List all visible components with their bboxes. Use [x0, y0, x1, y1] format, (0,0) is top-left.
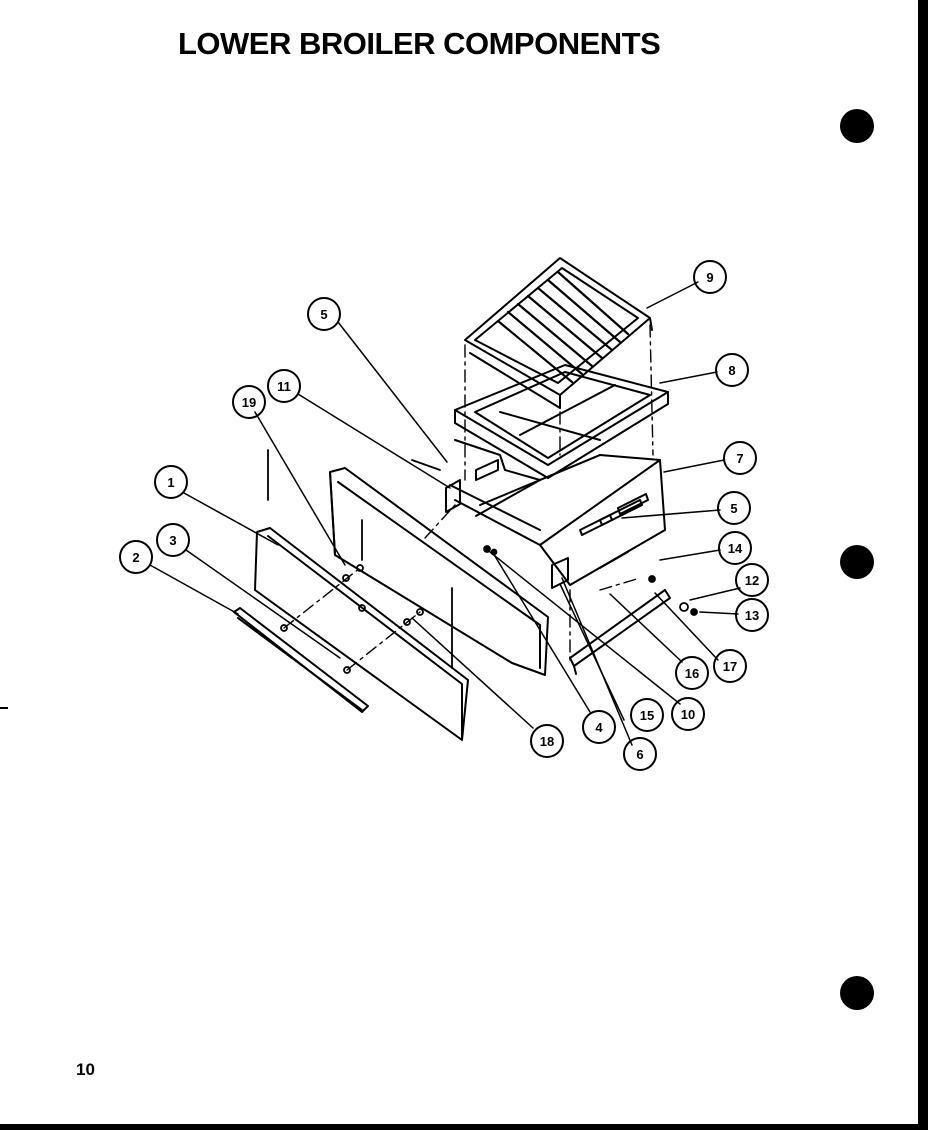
callout-4: 4 [595, 720, 603, 735]
callout-3: 3 [169, 533, 176, 548]
page-number: 10 [76, 1060, 95, 1079]
broiler-pan-part [454, 364, 669, 479]
binder-hole-top [840, 109, 874, 143]
callout-17: 17 [723, 659, 737, 674]
callout-14: 14 [728, 541, 743, 556]
callout-12: 12 [745, 573, 759, 588]
binder-hole-middle [840, 545, 874, 579]
handle-part [233, 607, 369, 713]
callout-circles [119, 260, 769, 771]
binder-hole-bottom [840, 976, 874, 1010]
broiler-frame-part [445, 439, 666, 589]
callout-15: 15 [640, 708, 654, 723]
leader-lines [149, 281, 741, 746]
callout-10: 10 [681, 707, 695, 722]
page-bottom-edge [0, 1124, 928, 1130]
callout-16: 16 [685, 666, 699, 681]
callout-5-upper: 5 [320, 307, 327, 322]
door-panel-part [254, 527, 469, 741]
callout-5-right: 5 [730, 501, 737, 516]
callout-9: 9 [706, 270, 713, 285]
callout-6: 6 [636, 747, 643, 762]
callout-18: 18 [540, 734, 554, 749]
callout-7: 7 [736, 451, 743, 466]
callout-19: 19 [242, 395, 256, 410]
broiler-grid-part [464, 257, 653, 409]
rail-part [569, 589, 671, 675]
callout-8: 8 [728, 363, 735, 378]
margin-tick [0, 707, 8, 709]
fasteners [267, 449, 698, 674]
page-title: LOWER BROILER COMPONENTS [178, 26, 661, 61]
callout-1: 1 [167, 475, 174, 490]
page-right-edge [918, 0, 928, 1130]
assembly-lines [283, 324, 654, 671]
callout-2: 2 [132, 550, 139, 565]
inner-panel-part [329, 467, 549, 676]
callout-13: 13 [745, 608, 759, 623]
callout-11: 11 [277, 379, 291, 394]
